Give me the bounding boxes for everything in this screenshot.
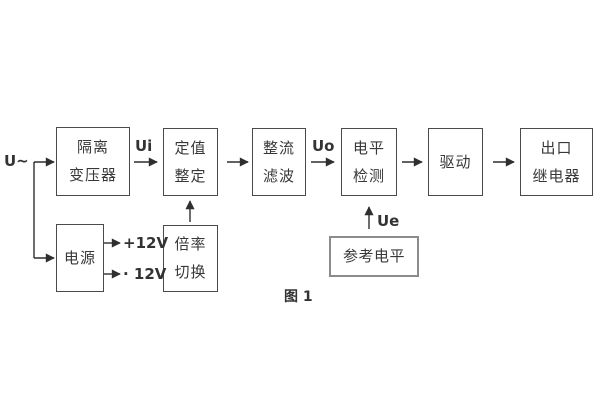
block-label: 切换 <box>174 263 207 281</box>
block-label: 电平 <box>352 138 385 157</box>
block-level-detection: 电平 检测 <box>341 128 397 196</box>
block-label: 驱动 <box>439 152 472 171</box>
block-rectifier-filter: 整流 滤波 <box>252 128 306 196</box>
block-power-supply: 电源 <box>56 224 104 292</box>
block-label: 检测 <box>352 166 385 185</box>
block-label: 整定 <box>174 166 207 185</box>
block-label: 定值 <box>174 138 207 157</box>
figure-caption: 图 1 <box>284 289 313 305</box>
signal-label-ue: Ue <box>377 212 400 230</box>
block-ratio-switch: 倍率 切换 <box>163 225 218 292</box>
block-isolation-transformer: 隔离 变压器 <box>56 127 130 196</box>
block-setting-adjust: 定值 整定 <box>163 128 218 196</box>
block-label: 参考电平 <box>342 247 405 265</box>
block-label: 变压器 <box>68 166 117 184</box>
block-driver: 驱动 <box>428 128 483 196</box>
signal-label-uo: Uo <box>312 137 335 155</box>
block-label: 电源 <box>63 248 96 267</box>
signal-label-minus12v: · 12V <box>123 265 167 283</box>
block-label: 整流 <box>262 138 295 157</box>
signal-label-ui: Ui <box>135 137 153 155</box>
signal-label-input: U~ <box>4 152 29 170</box>
block-label: 倍率 <box>174 235 207 253</box>
block-output-relay: 出口 继电器 <box>520 128 593 196</box>
block-label: 继电器 <box>532 166 581 185</box>
block-label: 隔离 <box>76 138 109 156</box>
block-label: 滤波 <box>262 166 295 185</box>
block-reference-level: 参考电平 <box>329 236 419 277</box>
block-label: 出口 <box>540 138 573 157</box>
signal-label-plus12v: +12V <box>123 234 169 252</box>
